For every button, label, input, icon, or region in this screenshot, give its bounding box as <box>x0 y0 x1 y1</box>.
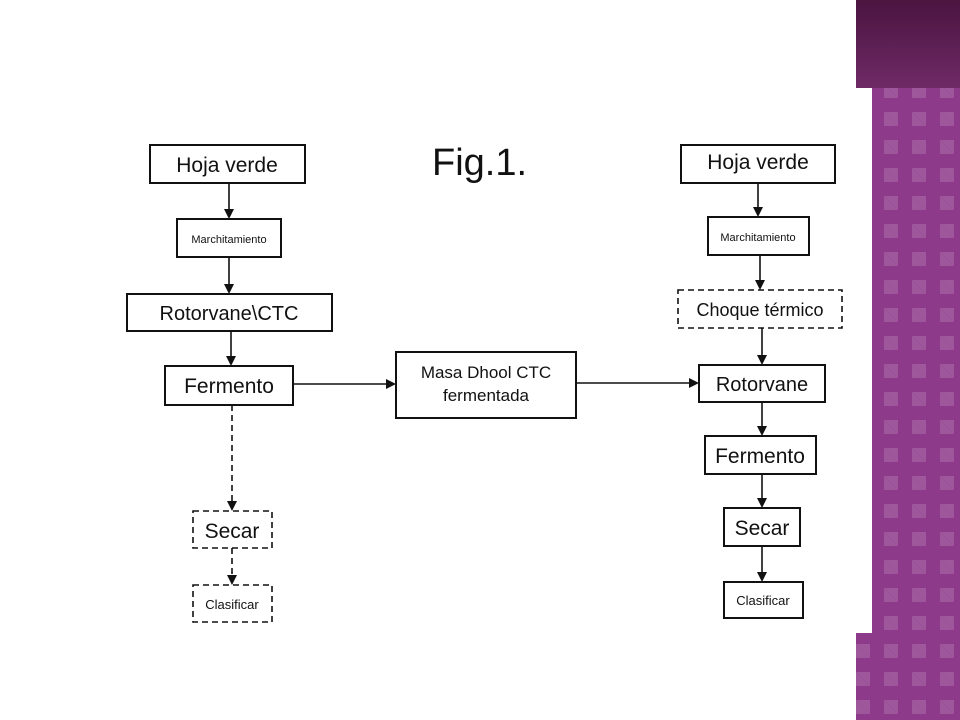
right-arrow-3 <box>757 328 767 365</box>
center-masa-dhool-line2: fermentada <box>443 386 530 405</box>
left-arrow-1 <box>224 183 234 219</box>
left-step-hoja-verde: Hoja verde <box>149 144 306 184</box>
figure-title: Fig.1. <box>432 142 527 184</box>
left-step-marchitamiento: Marchitamiento <box>176 218 282 258</box>
left-step-fermento-label: Fermento <box>184 375 274 398</box>
right-step-fermento-label: Fermento <box>715 445 805 468</box>
left-step-clasificar: Clasificar <box>192 584 273 623</box>
arrow-fermento-to-masa <box>293 379 396 389</box>
right-step-rotorvane-label: Rotorvane <box>716 374 808 396</box>
left-step-rotorvane-ctc-label: Rotorvane\CTC <box>160 303 299 325</box>
right-arrow-2 <box>755 255 765 290</box>
right-step-clasificar: Clasificar <box>723 581 804 619</box>
right-arrow-6 <box>757 546 767 582</box>
left-arrow-4-dashed <box>227 405 237 511</box>
left-arrow-5-dashed <box>227 548 237 585</box>
right-step-hoja-verde-label: Hoja verde <box>707 151 809 174</box>
right-step-hoja-verde: Hoja verde <box>680 144 836 184</box>
center-masa-dhool: Masa Dhool CTC fermentada <box>395 351 577 419</box>
right-step-marchitamiento-label: Marchitamiento <box>720 232 795 244</box>
left-step-secar-label: Secar <box>205 520 260 543</box>
right-step-clasificar-label: Clasificar <box>736 593 790 608</box>
left-step-clasificar-label: Clasificar <box>205 597 259 612</box>
right-arrow-5 <box>757 474 767 508</box>
right-arrow-4 <box>757 402 767 436</box>
arrow-masa-to-rotorvane <box>576 378 699 388</box>
right-step-choque-termico-label: Choque térmico <box>696 300 823 320</box>
left-step-marchitamiento-label: Marchitamiento <box>191 234 266 246</box>
right-step-secar-label: Secar <box>735 517 790 540</box>
left-arrow-3 <box>226 331 236 366</box>
left-step-fermento: Fermento <box>164 365 294 406</box>
center-masa-dhool-line1: Masa Dhool CTC <box>421 363 551 382</box>
right-step-rotorvane: Rotorvane <box>698 364 826 403</box>
right-arrow-1 <box>753 183 763 217</box>
left-step-hoja-verde-label: Hoja verde <box>176 154 278 177</box>
right-step-choque-termico: Choque térmico <box>677 289 843 329</box>
right-step-secar: Secar <box>723 507 801 547</box>
left-step-rotorvane-ctc: Rotorvane\CTC <box>126 293 333 332</box>
left-step-secar: Secar <box>192 510 273 549</box>
decorative-header-block <box>856 0 960 88</box>
left-arrow-2 <box>224 257 234 294</box>
right-step-marchitamiento: Marchitamiento <box>707 216 810 256</box>
right-step-fermento: Fermento <box>704 435 817 475</box>
decorative-sidebar <box>856 0 960 720</box>
